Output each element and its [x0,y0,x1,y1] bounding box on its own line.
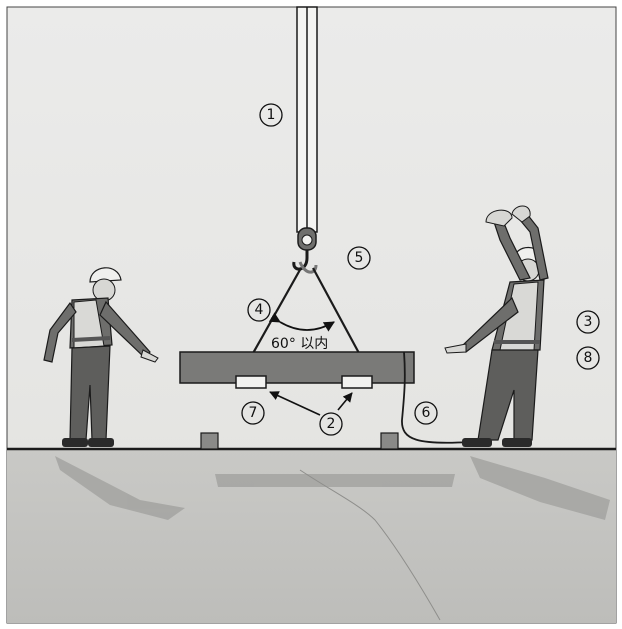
svg-text:7: 7 [249,405,258,421]
svg-text:8: 8 [584,350,593,366]
crane-rope [296,6,318,233]
marker-2: 2 [319,412,343,436]
angle-arc [268,312,335,332]
svg-text:6: 6 [422,405,431,421]
marker-5: 5 [347,246,371,270]
angle-label: 60° 以内 [271,336,328,352]
marker-3: 3 [576,310,600,334]
pointer-arrow-left [269,391,321,416]
marker-6: 6 [414,401,438,425]
svg-text:5: 5 [355,250,364,266]
suspended-load [179,351,415,384]
load-pad-left [235,375,267,389]
marker-4: 4 [247,298,271,322]
svg-text:3: 3 [584,314,593,330]
tag-line [401,351,471,444]
marker-7: 7 [241,401,265,425]
pointer-arrow-right [337,392,353,411]
landing-block-right [380,432,399,450]
landing-block-left [200,432,219,450]
worker-left [43,267,159,447]
svg-text:1: 1 [267,107,276,123]
marker-1: 1 [259,103,283,127]
marker-8: 8 [576,346,600,370]
worker-right [444,205,549,447]
ground-shadows [55,456,610,520]
sling-ropes [251,267,361,356]
svg-text:4: 4 [255,302,264,318]
svg-text:2: 2 [327,416,336,432]
ground-crack [299,469,441,621]
load-pad-right [341,375,373,389]
